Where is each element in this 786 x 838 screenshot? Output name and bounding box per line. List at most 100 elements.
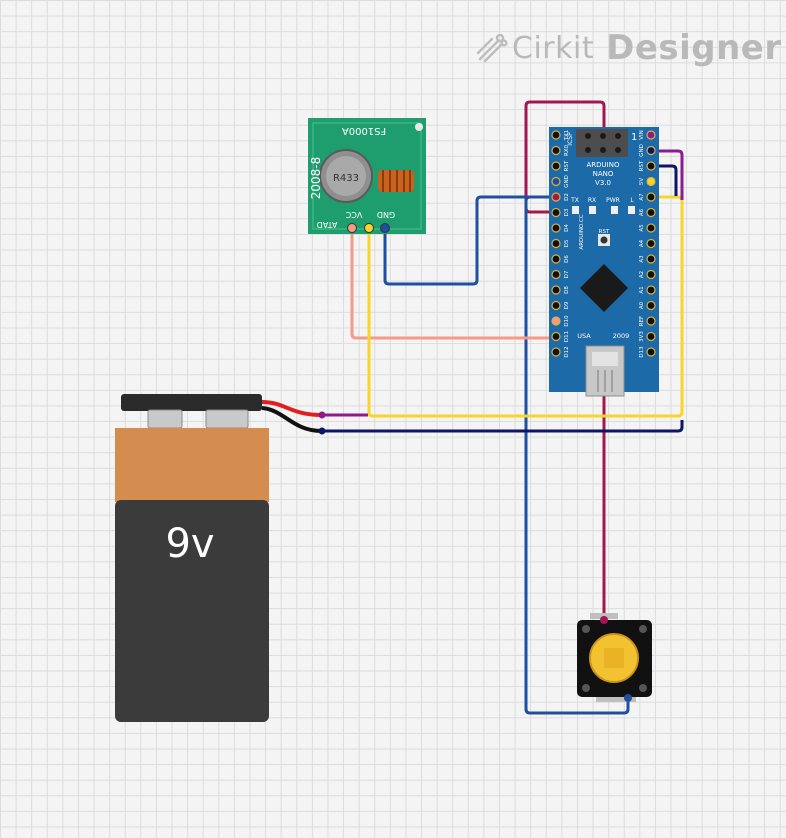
arduino-pin-d6[interactable]: [551, 254, 561, 264]
arduino-pin-a2[interactable]: [646, 269, 656, 280]
watermark-product: Designer: [606, 28, 782, 68]
cirkit-designer-watermark: Cirkit Designer: [474, 26, 782, 70]
battery-terminal-positive: [147, 409, 183, 429]
arduino-pin-label: D6: [564, 255, 570, 263]
battery-9v[interactable]: 9v: [115, 394, 269, 722]
battery-cap: [121, 394, 262, 411]
rf-coil: [378, 170, 414, 192]
arduino-pin-d3[interactable]: [551, 207, 561, 218]
arduino-pin-label: D3: [564, 208, 570, 216]
arduino-pin-label: A5: [639, 224, 645, 232]
rf-transmitter-module[interactable]: R433 FS1000A 2008-8 ATAD VCC GND: [308, 118, 426, 234]
arduino-title2: NANO: [593, 170, 614, 178]
arduino-icsp-label: ICSP: [567, 132, 574, 146]
rf-pin-vcc[interactable]: [364, 223, 374, 233]
rf-pin-data[interactable]: [347, 223, 357, 233]
arduino-pin-label: D9: [564, 301, 570, 309]
arduino-pin-d13[interactable]: [646, 347, 656, 357]
arduino-pin-3v3[interactable]: [646, 331, 656, 342]
wire-blue-rf-gnd[interactable]: [383, 195, 556, 286]
arduino-pin-d10[interactable]: [551, 316, 561, 326]
rf-pin-label-vcc: VCC: [345, 210, 362, 219]
arduino-pin-label: RST: [564, 160, 570, 171]
arduino-pin-rst[interactable]: [646, 161, 656, 171]
arduino-pin-label: GND: [639, 144, 645, 157]
arduino-pin-gnd[interactable]: [551, 176, 561, 187]
arduino-pin-rst[interactable]: [551, 161, 561, 171]
arduino-pin-d12[interactable]: [551, 347, 561, 357]
arduino-pin-a4[interactable]: [646, 238, 656, 249]
pushbutton-pin-top[interactable]: [600, 616, 608, 624]
arduino-pin-label: A6: [639, 208, 645, 216]
rf-pin-gnd[interactable]: [380, 223, 390, 233]
arduino-pin-label: A4: [639, 239, 645, 247]
rf-pin-label-data: ATAD: [317, 220, 338, 229]
arduino-pin-label: TX1: [564, 130, 570, 142]
arduino-pin-label: D5: [564, 239, 570, 247]
arduino-pin-d7[interactable]: [551, 269, 561, 280]
arduino-pin-a1[interactable]: [646, 285, 656, 295]
rf-pin-label-gnd: GND: [377, 210, 395, 219]
arduino-pin-a3[interactable]: [646, 254, 656, 264]
pushbutton-pin-bottom[interactable]: [624, 694, 632, 702]
arduino-pin-label: RX0: [564, 144, 570, 156]
arduino-tx-label: TX: [570, 197, 579, 204]
arduino-pin-d4[interactable]: [551, 223, 561, 233]
arduino-pin-vin[interactable]: [646, 130, 656, 140]
wire-blue-button[interactable]: [524, 195, 630, 715]
arduino-pin-d9[interactable]: [551, 300, 561, 311]
arduino-pin-label: D8: [564, 286, 570, 294]
arduino-version: V3.0: [595, 179, 611, 187]
arduino-year-label: 2009: [613, 332, 630, 340]
arduino-pin-a0[interactable]: [646, 300, 656, 311]
arduino-pin-5v[interactable]: [646, 176, 656, 187]
arduino-pin-label: A2: [639, 271, 645, 278]
arduino-pin-a7[interactable]: [646, 192, 656, 202]
battery-label: 9v: [165, 521, 214, 567]
arduino-pin-d11[interactable]: [551, 331, 561, 342]
arduino-nano[interactable]: ICSP 1 ARDUINO NANO V3.0 TX RX PWR L ARD…: [549, 127, 659, 397]
wire-purple-vin-2[interactable]: [651, 149, 684, 200]
rf-date-label: 2008-8: [309, 157, 323, 200]
battery-red-lead[interactable]: [261, 400, 323, 417]
arduino-pin-gnd[interactable]: [646, 145, 656, 156]
arduino-mcu: [579, 263, 629, 313]
arduino-pin-d8[interactable]: [551, 285, 561, 295]
arduino-pin-label: GND: [564, 175, 570, 188]
arduino-brand-label: ARDUINO.CC: [579, 214, 585, 249]
arduino-usa-label: USA: [577, 332, 591, 340]
watermark-brand: Cirkit: [512, 30, 595, 66]
arduino-pin-rx0[interactable]: [551, 145, 561, 156]
pushbutton[interactable]: [577, 613, 652, 702]
arduino-pin-label: D2: [564, 193, 570, 201]
arduino-pin-label: 3V3: [639, 331, 645, 342]
battery-lead-end-positive[interactable]: [318, 411, 326, 419]
wire-salmon-data[interactable]: [350, 228, 556, 340]
arduino-pin1-label: 1: [631, 132, 637, 143]
pencil-circuit-icon: [476, 33, 508, 63]
arduino-pin-label: A0: [639, 301, 645, 309]
battery-black-lead[interactable]: [261, 406, 323, 433]
arduino-l-label: L: [630, 197, 634, 204]
arduino-pin-a6[interactable]: [646, 207, 656, 218]
arduino-pin-ref[interactable]: [646, 316, 656, 326]
battery-lead-end-negative[interactable]: [318, 427, 326, 435]
arduino-pin-label: D10: [564, 315, 570, 327]
rf-crystal-label: R433: [333, 173, 359, 184]
wire-navy-gnd-2[interactable]: [651, 164, 678, 196]
arduino-pin-label: A7: [639, 193, 645, 201]
arduino-pin-label: D4: [564, 224, 570, 232]
arduino-pin-label: VIN: [639, 130, 645, 140]
wire-navy-gnd[interactable]: [322, 420, 684, 433]
arduino-pwr-label: PWR: [606, 197, 620, 204]
arduino-pin-label: D13: [639, 346, 645, 358]
arduino-pin-label: A1: [639, 286, 645, 293]
arduino-pin-a5[interactable]: [646, 223, 656, 233]
arduino-pin-d2[interactable]: [551, 192, 561, 202]
arduino-pin-label: D7: [564, 270, 570, 278]
arduino-pin-label: RST: [639, 160, 645, 171]
battery-body-top: [115, 428, 269, 502]
arduino-pin-tx1[interactable]: [551, 130, 561, 140]
arduino-pin-d5[interactable]: [551, 238, 561, 249]
